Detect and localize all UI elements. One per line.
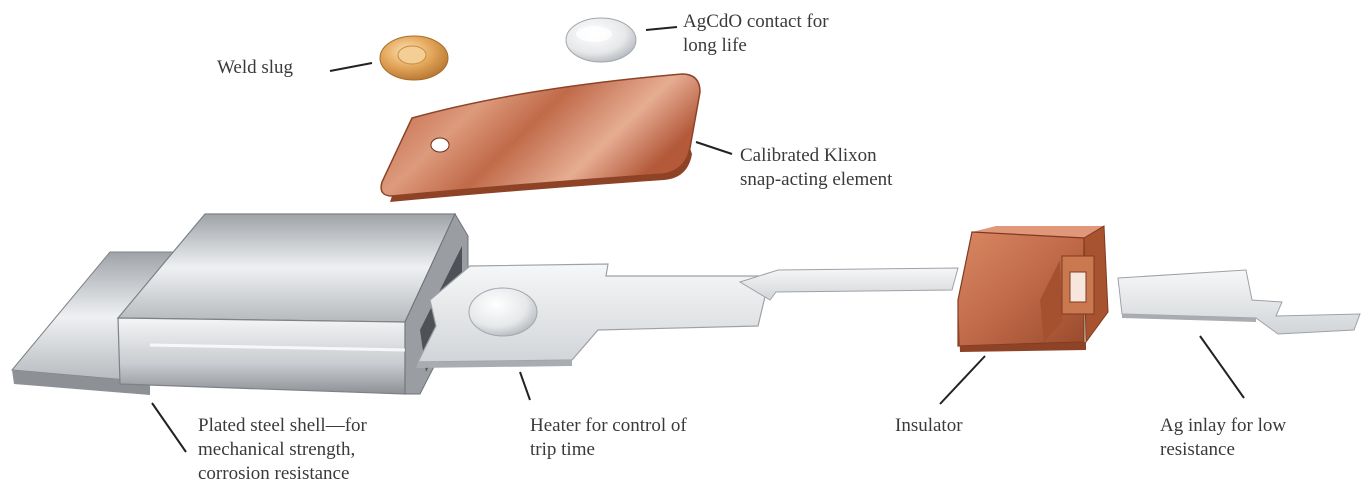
klixon-element-label: Calibrated Klixon snap-acting element (740, 144, 892, 192)
weld-slug-part (380, 36, 448, 80)
heater-part (416, 264, 958, 368)
contact-leader (646, 27, 677, 30)
inlay-leader (1200, 336, 1244, 398)
insulator-part (958, 226, 1108, 352)
weld-slug-label: Weld slug (217, 56, 293, 80)
agcdo-contact-part (566, 18, 636, 62)
agcdo-contact-label: AgCdO contact for long life (683, 10, 829, 58)
ag-inlay-label: Ag inlay for low resistance (1160, 414, 1286, 462)
heater-label: Heater for control of trip time (530, 414, 687, 462)
insulator-label: Insulator (895, 414, 963, 438)
klixon-element-part (381, 74, 700, 202)
shell-leader (152, 403, 186, 452)
steel-shell-part (12, 214, 468, 395)
insulator-leader (940, 356, 985, 404)
ag-inlay-part (1118, 270, 1360, 334)
element-leader (696, 142, 732, 154)
weld-slug-leader (330, 63, 372, 71)
heater-leader (520, 372, 530, 400)
steel-shell-label: Plated steel shell—for mechanical streng… (198, 414, 367, 486)
